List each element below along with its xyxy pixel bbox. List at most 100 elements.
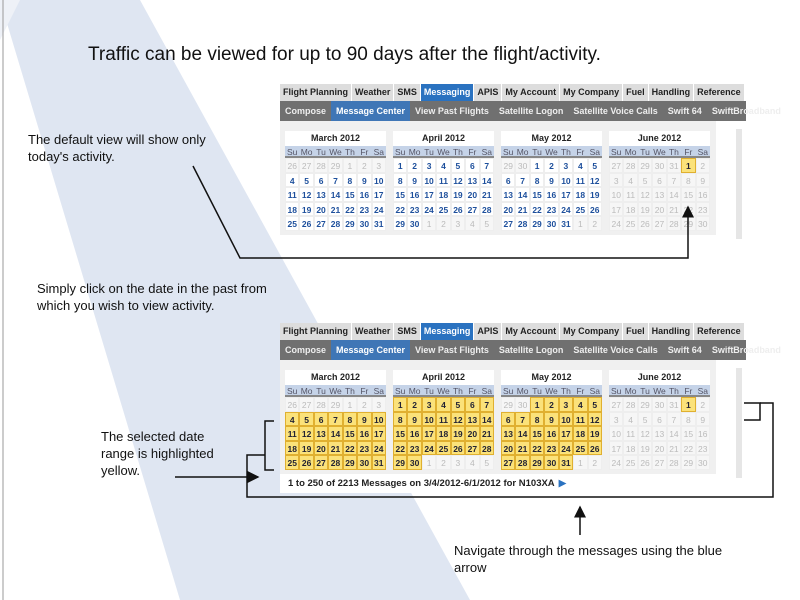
- day-cell[interactable]: 24: [371, 440, 386, 455]
- day-cell[interactable]: 5: [587, 158, 602, 173]
- day-cell[interactable]: 16: [407, 426, 422, 441]
- day-cell[interactable]: 18: [436, 187, 451, 202]
- day-cell[interactable]: 15: [342, 187, 358, 202]
- day-cell[interactable]: 14: [515, 187, 530, 202]
- subtab-message-center[interactable]: Message Center: [331, 340, 411, 360]
- day-cell[interactable]: 4: [285, 411, 300, 426]
- day-cell[interactable]: 12: [450, 172, 466, 187]
- tab-messaging[interactable]: Messaging: [420, 84, 474, 101]
- day-cell[interactable]: 9: [544, 172, 559, 187]
- tab-my-company[interactable]: My Company: [560, 84, 623, 101]
- day-cell[interactable]: 13: [313, 426, 329, 441]
- day-cell[interactable]: 25: [285, 455, 300, 470]
- day-cell[interactable]: 1: [529, 158, 545, 173]
- day-cell[interactable]: 6: [313, 172, 329, 187]
- subtab-satellite-logon[interactable]: Satellite Logon: [498, 345, 564, 355]
- tab-apis[interactable]: APIS: [474, 84, 502, 101]
- day-cell[interactable]: 21: [328, 201, 343, 216]
- tab-reference[interactable]: Reference: [694, 323, 744, 340]
- day-cell[interactable]: 12: [587, 172, 602, 187]
- day-cell[interactable]: 21: [479, 187, 494, 202]
- day-cell[interactable]: 30: [544, 455, 559, 470]
- day-cell[interactable]: 20: [313, 201, 329, 216]
- day-cell[interactable]: 31: [558, 216, 574, 231]
- day-cell[interactable]: 1: [681, 397, 696, 412]
- day-cell[interactable]: 29: [529, 455, 545, 470]
- day-cell[interactable]: 14: [328, 426, 343, 441]
- day-cell[interactable]: 14: [515, 426, 530, 441]
- tab-handling[interactable]: Handling: [648, 323, 694, 340]
- day-cell[interactable]: 12: [299, 426, 314, 441]
- day-cell[interactable]: 9: [407, 172, 422, 187]
- day-cell[interactable]: 16: [407, 187, 422, 202]
- day-cell[interactable]: 3: [558, 397, 574, 412]
- day-cell[interactable]: 23: [544, 440, 559, 455]
- day-cell[interactable]: 16: [357, 426, 372, 441]
- day-cell[interactable]: 16: [544, 187, 559, 202]
- day-cell[interactable]: 16: [357, 187, 372, 202]
- subtab-satellite-logon[interactable]: Satellite Logon: [498, 106, 564, 116]
- day-cell[interactable]: 19: [587, 426, 602, 441]
- day-cell[interactable]: 8: [529, 411, 545, 426]
- day-cell[interactable]: 1: [393, 158, 408, 173]
- day-cell[interactable]: 19: [299, 201, 314, 216]
- day-cell[interactable]: 23: [357, 440, 372, 455]
- day-cell[interactable]: 20: [501, 440, 516, 455]
- tab-apis[interactable]: APIS: [474, 323, 502, 340]
- tab-weather[interactable]: Weather: [352, 84, 394, 101]
- day-cell[interactable]: 4: [285, 172, 300, 187]
- day-cell[interactable]: 29: [342, 216, 358, 231]
- day-cell[interactable]: 6: [465, 158, 480, 173]
- day-cell[interactable]: 2: [544, 158, 559, 173]
- day-cell[interactable]: 13: [465, 172, 480, 187]
- day-cell[interactable]: 2: [544, 397, 559, 412]
- day-cell[interactable]: 17: [558, 187, 574, 202]
- next-page-arrow-icon[interactable]: ▶: [558, 477, 566, 489]
- subtab-swiftbroadband[interactable]: SwiftBroadband: [711, 345, 781, 355]
- day-cell[interactable]: 10: [371, 172, 386, 187]
- day-cell[interactable]: 26: [450, 440, 466, 455]
- subtab-view-past-flights[interactable]: View Past Flights: [415, 345, 489, 355]
- day-cell[interactable]: 1: [681, 158, 696, 173]
- tab-my-company[interactable]: My Company: [560, 323, 623, 340]
- day-cell[interactable]: 11: [573, 172, 588, 187]
- day-cell[interactable]: 7: [515, 411, 530, 426]
- subtab-satellite-voice-calls[interactable]: Satellite Voice Calls: [573, 106, 658, 116]
- day-cell[interactable]: 18: [573, 426, 588, 441]
- day-cell[interactable]: 24: [421, 440, 437, 455]
- day-cell[interactable]: 22: [393, 201, 408, 216]
- day-cell[interactable]: 9: [407, 411, 422, 426]
- subtab-view-past-flights[interactable]: View Past Flights: [415, 106, 489, 116]
- day-cell[interactable]: 28: [328, 216, 343, 231]
- day-cell[interactable]: 21: [515, 440, 530, 455]
- tab-flight-planning[interactable]: Flight Planning: [280, 84, 351, 101]
- day-cell[interactable]: 25: [573, 201, 588, 216]
- day-cell[interactable]: 15: [393, 426, 408, 441]
- day-cell[interactable]: 23: [544, 201, 559, 216]
- day-cell[interactable]: 5: [299, 411, 314, 426]
- day-cell[interactable]: 18: [436, 426, 451, 441]
- day-cell[interactable]: 25: [285, 216, 300, 231]
- day-cell[interactable]: 25: [573, 440, 588, 455]
- day-cell[interactable]: 30: [544, 216, 559, 231]
- day-cell[interactable]: 1: [529, 397, 545, 412]
- day-cell[interactable]: 28: [328, 455, 343, 470]
- day-cell[interactable]: 5: [450, 397, 466, 412]
- day-cell[interactable]: 4: [436, 158, 451, 173]
- tab-fuel[interactable]: Fuel: [623, 84, 648, 101]
- day-cell[interactable]: 21: [515, 201, 530, 216]
- day-cell[interactable]: 18: [285, 201, 300, 216]
- day-cell[interactable]: 29: [393, 216, 408, 231]
- day-cell[interactable]: 22: [342, 201, 358, 216]
- day-cell[interactable]: 12: [299, 187, 314, 202]
- day-cell[interactable]: 13: [313, 187, 329, 202]
- day-cell[interactable]: 17: [421, 426, 437, 441]
- day-cell[interactable]: 27: [313, 455, 329, 470]
- day-cell[interactable]: 26: [299, 216, 314, 231]
- day-cell[interactable]: 12: [450, 411, 466, 426]
- day-cell[interactable]: 11: [436, 411, 451, 426]
- day-cell[interactable]: 24: [421, 201, 437, 216]
- tab-sms[interactable]: SMS: [394, 323, 420, 340]
- day-cell[interactable]: 11: [436, 172, 451, 187]
- day-cell[interactable]: 21: [479, 426, 494, 441]
